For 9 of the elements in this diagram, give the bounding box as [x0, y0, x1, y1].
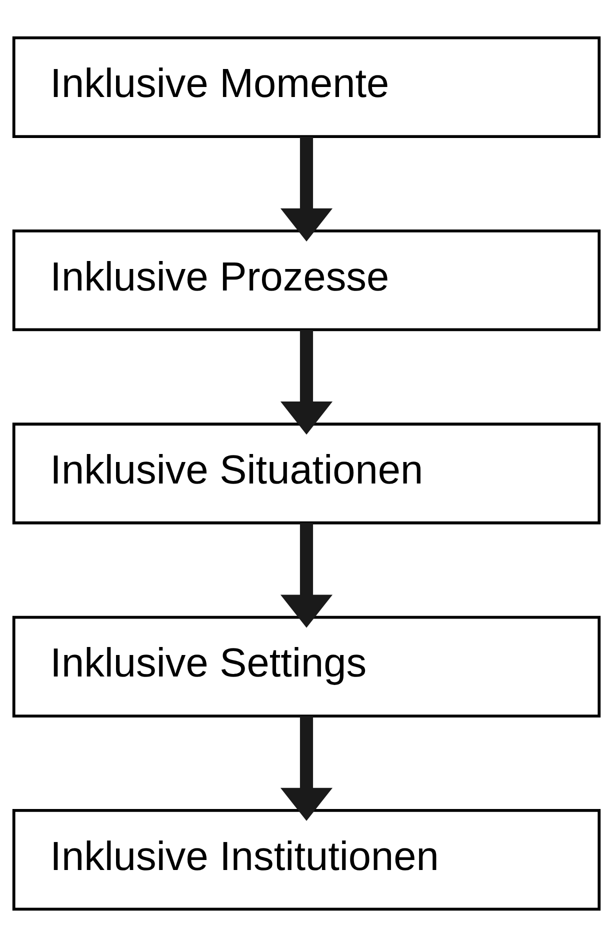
node-box: Inklusive Institutionen	[12, 808, 601, 911]
arrow	[280, 136, 333, 242]
node-box: Inklusive Situationen	[12, 422, 601, 524]
node-box: Inklusive Prozesse	[12, 230, 601, 332]
node-box: Inklusive Settings	[12, 616, 601, 718]
node-box: Inklusive Momente	[12, 36, 601, 138]
arrow	[280, 330, 333, 435]
arrow	[280, 522, 333, 628]
arrow	[280, 716, 333, 821]
